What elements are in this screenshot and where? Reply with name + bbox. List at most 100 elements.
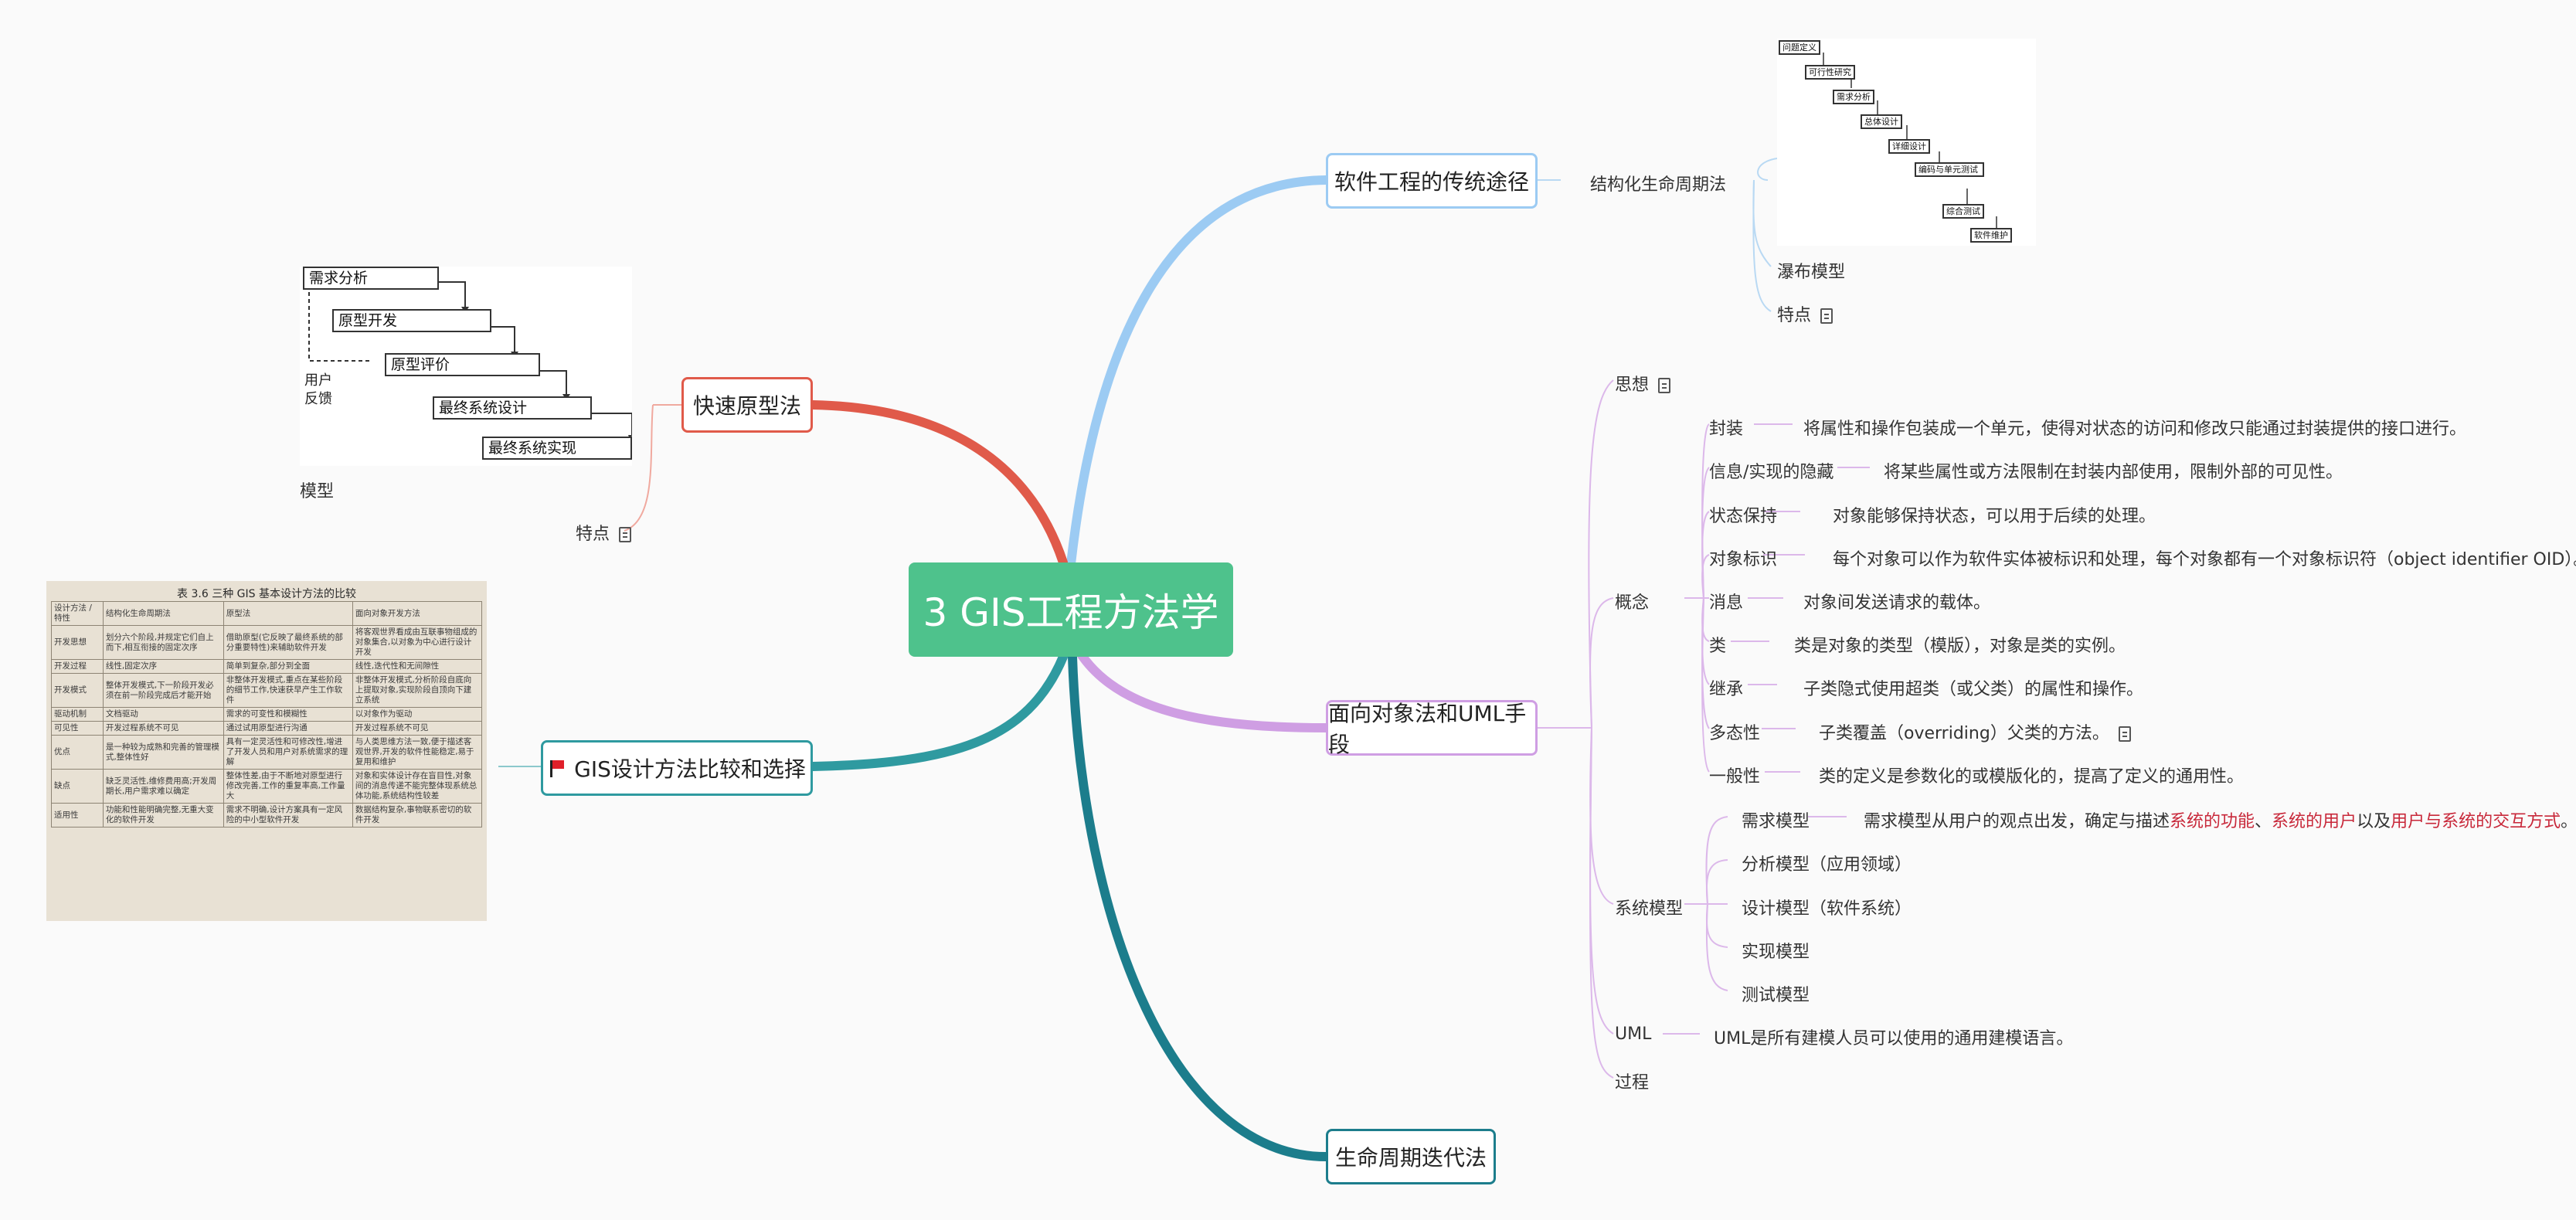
table-cell: 划分六个阶段,并规定它们自上而下,相互衔接的固定次序 <box>102 625 224 660</box>
prototype-model-caption: 模型 <box>300 482 335 501</box>
table-cell: 优点 <box>51 735 104 770</box>
system-model-implementation[interactable]: 实现模型 <box>1742 943 1810 962</box>
concept-item-class[interactable]: 类 <box>1709 637 1727 656</box>
concept-desc-hiding: 将某些属性或方法限制在封装内部使用，限制外部的可见性。 <box>1884 463 2343 482</box>
concept-item-encapsulation[interactable]: 封装 <box>1709 420 1744 439</box>
concept-item-hiding[interactable]: 信息/实现的隐藏 <box>1709 463 1834 482</box>
table-cell: 具有一定灵活性和可修改性,增进了开发人员和用户对系统需求的理解 <box>223 735 353 770</box>
central-topic[interactable]: 3 GIS工程方法学 <box>909 562 1233 657</box>
table-cell: 线性,固定次序 <box>102 659 224 674</box>
topic-lifecycle[interactable]: 生命周期迭代法 <box>1326 1129 1496 1184</box>
table-cell: 需求的可变性和模糊性 <box>223 707 353 722</box>
oo-system-model-label[interactable]: 系统模型 <box>1615 899 1684 919</box>
traditional-features[interactable]: 特点 <box>1777 301 1833 326</box>
req-highlight-users: 系统的用户 <box>2272 812 2357 831</box>
concept-item-state[interactable]: 状态保持 <box>1709 507 1778 526</box>
table-cell: 通过试用原型进行沟通 <box>223 721 353 736</box>
table-cell: 开发思想 <box>51 625 104 660</box>
oo-thought-label: 思想 <box>1615 376 1650 395</box>
table-cell: 驱动机制 <box>51 707 104 722</box>
waterfall-step-4: 总体设计 <box>1861 114 1902 129</box>
req-highlight-function: 系统的功能 <box>2170 812 2255 831</box>
waterfall-step-7: 综合测试 <box>1942 204 1984 219</box>
table-cell: 将客观世界看成由互联事物组成的对象集合,以对象为中心进行设计开发 <box>352 625 483 660</box>
concept-item-generality[interactable]: 一般性 <box>1709 767 1761 787</box>
table-row: 优点是一种较为成熟和完善的管理模式,整体性好具有一定灵活性和可修改性,增进了开发… <box>51 735 483 770</box>
table-cell: 以对象作为驱动 <box>352 707 483 722</box>
topic-oo-uml[interactable]: 面向对象法和UML手段 <box>1326 700 1538 757</box>
table-header-cell: 原型法 <box>223 601 353 626</box>
prototype-features-label: 特点 <box>576 525 610 544</box>
oo-thought[interactable]: 思想 <box>1615 371 1671 396</box>
topic-traditional[interactable]: 软件工程的传统途径 <box>1326 153 1538 209</box>
waterfall-step-8: 软件维护 <box>1970 228 2012 243</box>
system-model-design[interactable]: 设计模型（软件系统） <box>1742 899 1912 919</box>
concept-item-message[interactable]: 消息 <box>1709 593 1744 613</box>
connector-oo <box>1077 651 1330 732</box>
topic-gis-compare[interactable]: GIS设计方法比较和选择 <box>541 740 813 796</box>
table-cell: 开发模式 <box>51 673 104 708</box>
oo-concept-label[interactable]: 概念 <box>1615 593 1650 613</box>
system-model-analysis[interactable]: 分析模型（应用领域） <box>1742 855 1912 875</box>
comparison-table: 设计方法 / 特性 结构化生命周期法 原型法 面向对象开发方法 开发思想划分六个… <box>51 601 483 827</box>
table-cell: 可见性 <box>51 721 104 736</box>
req-desc-sep: 以及 <box>2357 812 2391 831</box>
traditional-features-label: 特点 <box>1777 306 1812 325</box>
concept-desc-inheritance: 子类隐式使用超类（或父类）的属性和操作。 <box>1803 680 2144 699</box>
table-cell: 缺点 <box>51 769 104 804</box>
prototype-step-2: 原型开发 <box>332 309 491 332</box>
comparison-table-title: 表 3.6 三种 GIS 基本设计方法的比较 <box>177 588 356 600</box>
table-cell: 开发过程系统不可见 <box>102 721 224 736</box>
waterfall-step-3: 需求分析 <box>1833 90 1874 104</box>
waterfall-model-image: 问题定义 可行性研究 需求分析 总体设计 详细设计 编码与单元测试 综合测试 软… <box>1777 39 2036 246</box>
table-cell: 与人类思维方法一致,便于描述客观世界,开发的软件性能稳定,易于复用和维护 <box>352 735 483 770</box>
note-icon[interactable] <box>1820 308 1833 324</box>
concept-item-polymorphism[interactable]: 多态性 <box>1709 724 1761 743</box>
prototype-feedback: 用户 反馈 <box>304 372 332 409</box>
connector-lifecycle <box>1068 652 1330 1161</box>
prototype-step-1: 需求分析 <box>303 267 439 290</box>
waterfall-step-6: 编码与单元测试 <box>1915 162 1984 177</box>
oo-uml-desc: UML是所有建模人员可以使用的通用建模语言。 <box>1714 1029 2074 1048</box>
table-row: 适用性功能和性能明确完整,无重大变化的软件开发需求不明确,设计方案具有一定风险的… <box>51 803 483 827</box>
req-desc-sep: 、 <box>2255 812 2272 831</box>
waterfall-step-1: 问题定义 <box>1779 40 1820 55</box>
table-header-row: 设计方法 / 特性 结构化生命周期法 原型法 面向对象开发方法 <box>51 601 483 626</box>
feedback-line-1: 用户 <box>304 372 332 389</box>
note-icon[interactable] <box>619 527 632 542</box>
concept-desc-state: 对象能够保持状态，可以用于后续的处理。 <box>1833 507 2156 526</box>
topic-gis-compare-label: GIS设计方法比较和选择 <box>574 756 806 782</box>
table-header-cell: 设计方法 / 特性 <box>51 601 104 626</box>
req-highlight-interaction: 用户与系统的交互方式 <box>2391 812 2561 831</box>
table-cell: 文档驱动 <box>102 707 224 722</box>
requirement-model-desc: 需求模型从用户的观点出发，确定与描述系统的功能、系统的用户以及用户与系统的交互方… <box>1864 807 2576 832</box>
table-cell: 简单到复杂,部分到全面 <box>223 659 353 674</box>
topic-prototype[interactable]: 快速原型法 <box>681 377 813 433</box>
prototype-step-3: 原型评价 <box>385 353 540 376</box>
system-model-requirement[interactable]: 需求模型 <box>1742 812 1810 831</box>
table-row: 开发模式整体开发模式,下一阶段开发必须在前一阶段完成后才能开始非整体开发模式,重… <box>51 673 483 708</box>
feedback-line-2: 反馈 <box>304 391 332 407</box>
oo-process-label[interactable]: 过程 <box>1615 1073 1650 1093</box>
table-cell: 数据结构复杂,事物联系密切的软件开发 <box>352 803 483 827</box>
note-icon[interactable] <box>2118 726 2131 742</box>
concept-desc-polymorphism-text: 子类覆盖（overriding）父类的方法。 <box>1819 724 2109 743</box>
concept-item-inheritance[interactable]: 继承 <box>1709 680 1744 699</box>
waterfall-step-2: 可行性研究 <box>1805 65 1855 80</box>
prototype-step-4: 最终系统设计 <box>433 396 592 420</box>
concept-item-identity[interactable]: 对象标识 <box>1709 550 1778 569</box>
table-cell: 整体性差,由于不断地对原型进行修改完善,工作的重复率高,工作量大 <box>223 769 353 804</box>
structured-lifecycle-label[interactable]: 结构化生命周期法 <box>1590 175 1727 195</box>
system-model-testing[interactable]: 测试模型 <box>1742 986 1810 1005</box>
concept-desc-polymorphism[interactable]: 子类覆盖（overriding）父类的方法。 <box>1819 719 2131 744</box>
oo-uml-label[interactable]: UML <box>1615 1025 1652 1044</box>
req-desc-text: 需求模型从用户的观点出发，确定与描述 <box>1864 812 2170 831</box>
prototype-features[interactable]: 特点 <box>576 520 632 545</box>
table-cell: 借助原型(它反映了最终系统的部分重要特性)来辅助软件开发 <box>223 625 353 660</box>
concept-desc-identity: 每个对象可以作为软件实体被标识和处理，每个对象都有一个对象标识符（object … <box>1833 550 2576 569</box>
concept-desc-encapsulation: 将属性和操作包装成一个单元，使得对状态的访问和修改只能通过封装提供的接口进行。 <box>1803 420 2467 439</box>
concept-desc-class: 类是对象的类型（模版），对象是类的实例。 <box>1794 637 2126 656</box>
table-cell: 非整体开发模式,重点在某些阶段的细节工作,快速获早产生工作软件 <box>223 673 353 708</box>
note-icon[interactable] <box>1658 378 1671 393</box>
